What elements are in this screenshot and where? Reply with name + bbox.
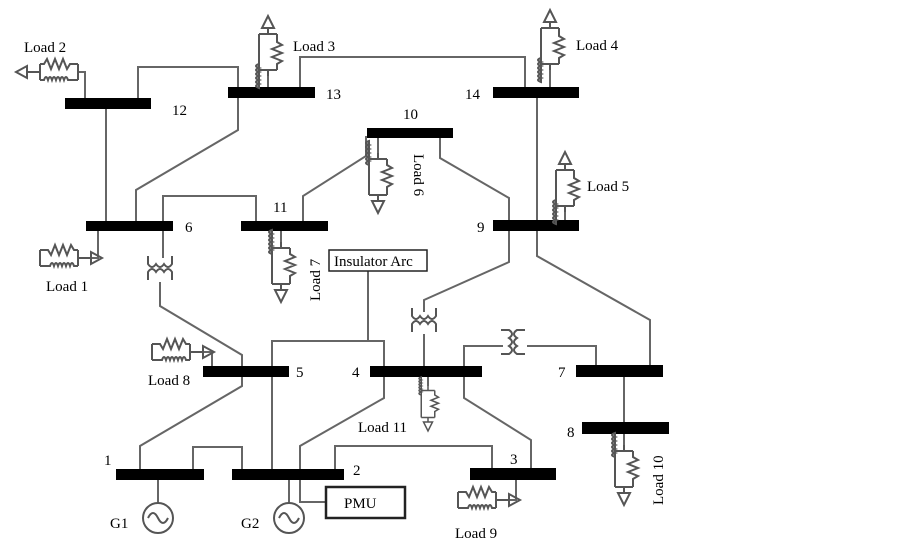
transformer-4-7-icon[interactable] xyxy=(500,329,526,355)
pmu-label: PMU xyxy=(344,496,377,512)
bus-label-13: 13 xyxy=(326,87,341,103)
bus-7[interactable] xyxy=(576,365,663,377)
buses xyxy=(65,87,669,480)
generator-g1-label: G1 xyxy=(110,516,128,532)
load-10-label: Load 10 xyxy=(651,455,667,505)
bus-3[interactable] xyxy=(470,468,556,480)
generator-g1-icon[interactable] xyxy=(142,502,174,534)
bus-label-9: 9 xyxy=(477,220,485,236)
bus-label-5: 5 xyxy=(296,365,304,381)
bus-8[interactable] xyxy=(582,422,669,434)
bus-2[interactable] xyxy=(232,469,344,480)
load-1-label: Load 1 xyxy=(46,279,88,295)
generator-g2-icon[interactable] xyxy=(273,502,305,534)
bus-5[interactable] xyxy=(203,366,289,377)
bus-14[interactable] xyxy=(493,87,579,98)
load-1-icon[interactable] xyxy=(39,244,103,267)
lines xyxy=(78,56,651,503)
load-8-label: Load 8 xyxy=(148,373,190,389)
bus-labels: 12 13 14 10 6 11 9 5 4 7 8 1 2 3 xyxy=(104,87,575,479)
pmu-box[interactable]: PMU xyxy=(324,485,407,520)
load-8-icon[interactable] xyxy=(151,338,215,361)
bus-label-11: 11 xyxy=(273,200,287,216)
load-2-icon[interactable] xyxy=(15,58,79,81)
bus-label-7: 7 xyxy=(558,365,566,381)
load-2-label: Load 2 xyxy=(24,40,66,56)
bus-label-1: 1 xyxy=(104,453,112,469)
bus-label-8: 8 xyxy=(567,425,575,441)
bus-4[interactable] xyxy=(370,366,482,377)
load-11-label: Load 11 xyxy=(358,420,407,436)
bus-10[interactable] xyxy=(367,128,453,138)
bus-label-10: 10 xyxy=(403,107,418,123)
bus-13[interactable] xyxy=(228,87,315,98)
loads: Load 2 Load 3 Load 4 Load 5 Load 6 Load … xyxy=(15,9,667,542)
load-7-label: Load 7 xyxy=(308,258,324,301)
insulator-arc-label: Insulator Arc xyxy=(334,254,413,270)
bus-11[interactable] xyxy=(241,221,328,231)
bus-label-14: 14 xyxy=(465,87,481,103)
load-4-label: Load 4 xyxy=(576,38,619,54)
bus-label-6: 6 xyxy=(185,220,193,236)
bus-label-4: 4 xyxy=(352,365,360,381)
load-5-label: Load 5 xyxy=(587,179,629,195)
insulator-arc-annotation[interactable]: Insulator Arc xyxy=(328,249,428,272)
bus-1[interactable] xyxy=(116,469,204,480)
load-9-icon[interactable] xyxy=(457,486,521,509)
load-9-label: Load 9 xyxy=(455,526,497,542)
bus-12[interactable] xyxy=(65,98,151,109)
load-3-label: Load 3 xyxy=(293,39,335,55)
bus-6[interactable] xyxy=(86,221,173,231)
bus-label-2: 2 xyxy=(353,463,361,479)
load-6-label: Load 6 xyxy=(410,154,426,197)
bus-9[interactable] xyxy=(493,220,579,231)
bus-label-12: 12 xyxy=(172,103,187,119)
generator-g2-label: G2 xyxy=(241,516,259,532)
transformer-5-6-icon[interactable] xyxy=(147,255,173,281)
bus-label-3: 3 xyxy=(510,452,518,468)
generators: G1 G2 xyxy=(110,502,305,534)
